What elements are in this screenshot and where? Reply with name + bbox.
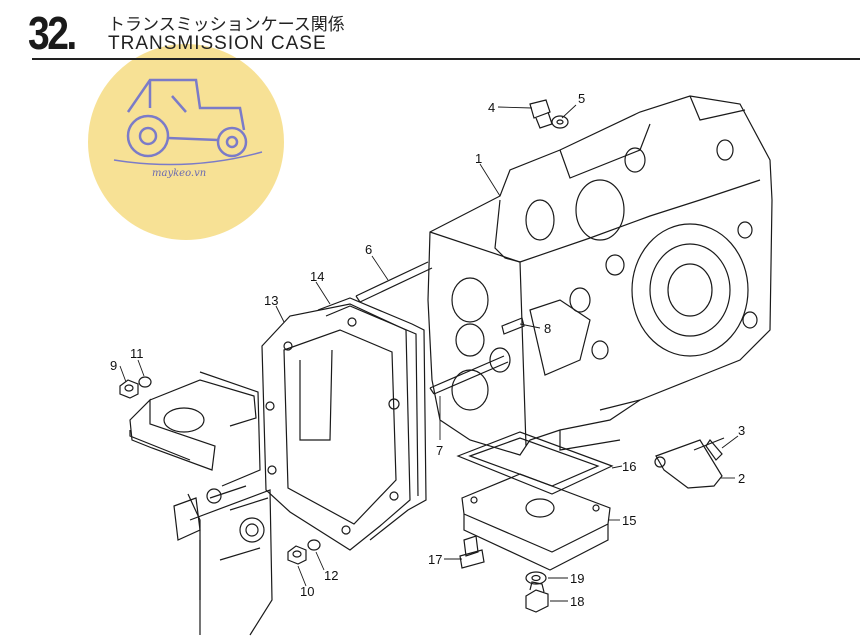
cover-gasket-part <box>317 297 427 541</box>
nut-9 <box>119 379 139 399</box>
callout-5: 5 <box>578 91 585 106</box>
callout-1: 1 <box>475 151 482 166</box>
stud-bolt-7 <box>429 355 509 395</box>
washer-19 <box>525 571 547 585</box>
bolt-4 <box>529 99 553 129</box>
rear-cover-part <box>261 303 411 551</box>
mating-housing-part <box>129 371 273 636</box>
bottom-cover-15 <box>461 473 611 571</box>
page-title-english: TRANSMISSION CASE <box>108 33 327 54</box>
callout-18: 18 <box>570 594 584 609</box>
callout-9: 9 <box>110 358 117 373</box>
callout-10: 10 <box>300 584 314 599</box>
drain-plug-18 <box>525 581 549 613</box>
bolt-17 <box>459 535 485 569</box>
page-title-japanese: トランスミッションケース関係 <box>108 15 345 35</box>
watermark-text: maykeo.vn <box>152 168 207 179</box>
callout-19: 19 <box>570 571 584 586</box>
gasket-16 <box>456 431 614 495</box>
nut-10 <box>287 545 307 565</box>
callout-10-11: 11 <box>130 346 144 361</box>
leader-lines <box>119 104 739 602</box>
washer-12 <box>307 539 321 551</box>
callout-16: 16 <box>622 459 636 474</box>
callout-14: 14 <box>310 269 324 284</box>
callout-2: 2 <box>738 471 745 486</box>
callout-4: 4 <box>488 100 495 115</box>
washer-11 <box>138 376 152 388</box>
bolt-3 <box>693 437 725 461</box>
callout-3: 3 <box>738 423 745 438</box>
callout-13: 13 <box>264 293 278 308</box>
washer-5 <box>551 115 569 129</box>
watermark-circle <box>88 44 284 240</box>
callout-15: 15 <box>622 513 636 528</box>
callout-8: 8 <box>544 321 551 336</box>
callout-17: 17 <box>428 552 442 567</box>
callout-6: 6 <box>365 242 372 257</box>
dowel-pin-8 <box>501 317 525 335</box>
bracket-2 <box>654 439 723 489</box>
callout-12: 12 <box>324 568 338 583</box>
tractor-icon <box>113 78 263 166</box>
transmission-case-part <box>427 95 773 456</box>
stud-bolt-6 <box>355 261 433 303</box>
callout-7: 7 <box>436 443 443 458</box>
section-number: 32. <box>28 7 77 59</box>
header-divider <box>32 58 860 60</box>
callout-labels: 1 2 3 4 5 6 7 8 9 11 10 12 13 14 15 16 1… <box>110 91 745 609</box>
